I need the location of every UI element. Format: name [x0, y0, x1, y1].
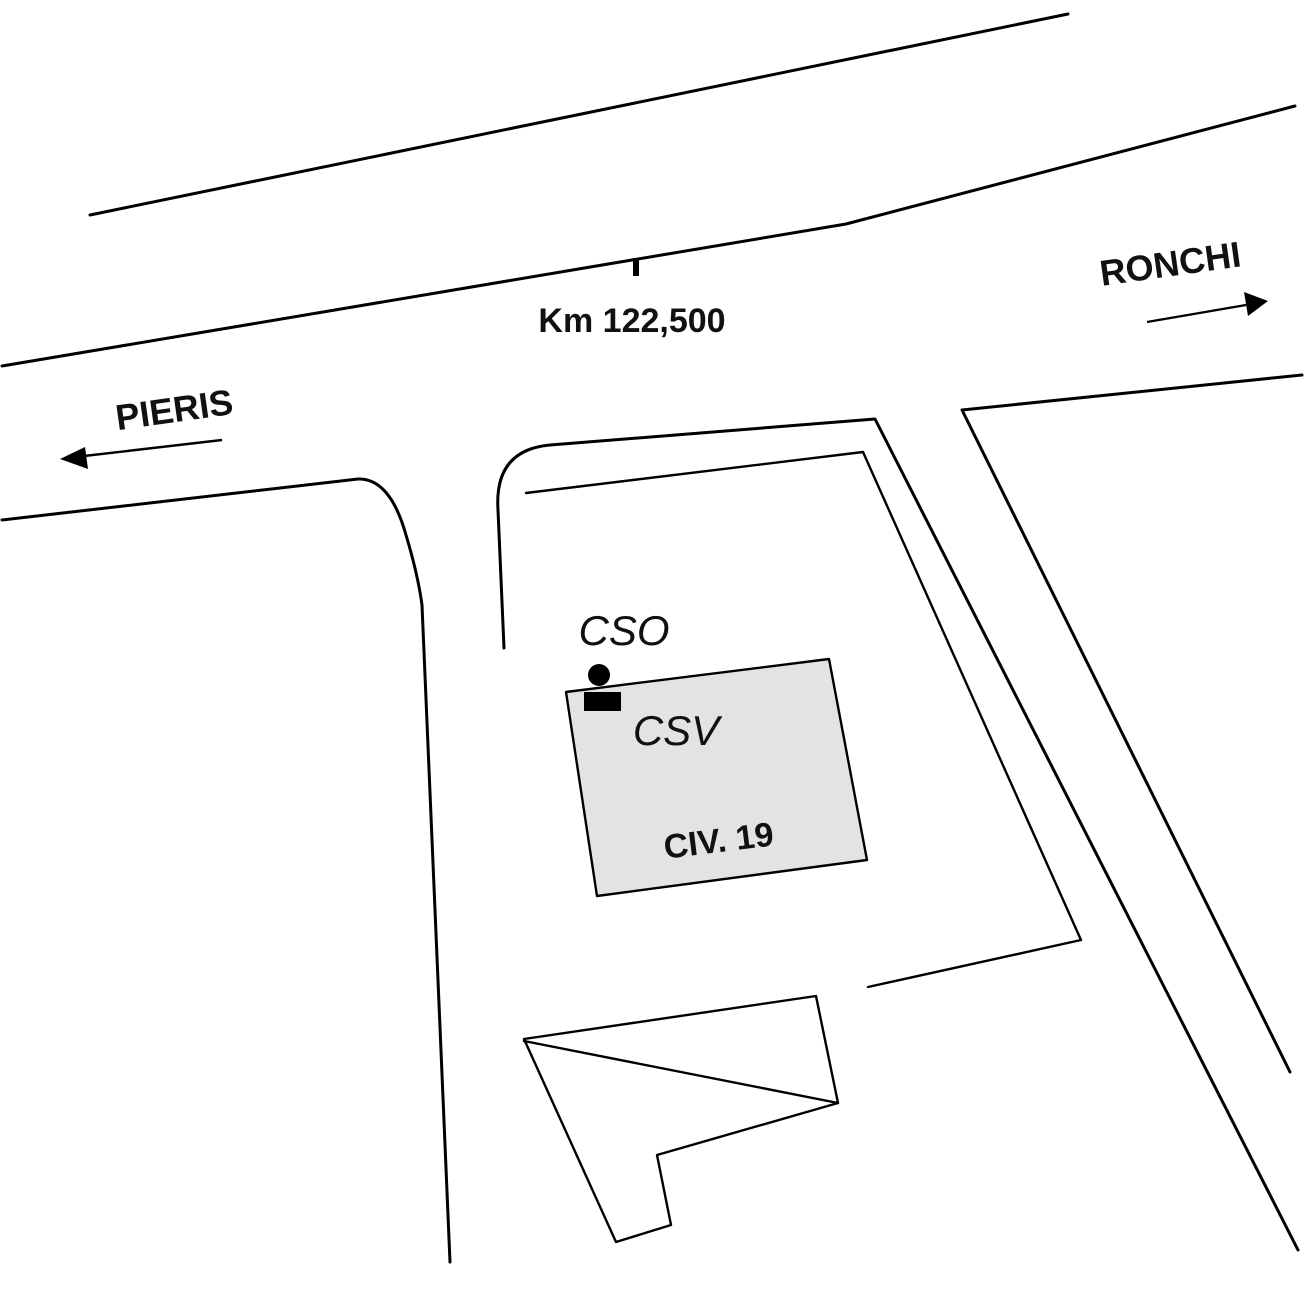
highway-north-edge	[88, 12, 1070, 217]
arrow-left-icon	[60, 438, 223, 469]
side-road-north-edge	[960, 373, 1304, 412]
highway-south-edge	[0, 104, 1297, 368]
building-footprint	[564, 657, 869, 898]
csv-marker-icon	[584, 692, 621, 711]
building-civ-19: CIV. 19	[564, 657, 869, 898]
auxiliary-structure-outline	[522, 994, 840, 1244]
auxiliary-structure	[522, 994, 840, 1244]
cso-marker-icon	[588, 664, 610, 686]
highway	[0, 12, 1297, 368]
side-road	[0, 373, 1304, 1264]
side-road-west-edge	[0, 477, 452, 1264]
auxiliary-structure-diagonal	[522, 1039, 840, 1105]
direction-label-ronchi: RONCHI	[1097, 233, 1243, 293]
km-marker-label: Km 122,500	[538, 302, 725, 340]
arrow-right-icon	[1146, 292, 1268, 324]
cso-label: CSO	[578, 607, 669, 654]
lot	[524, 450, 1083, 989]
side-road-east-edge	[961, 410, 1292, 1074]
csv-label: CSV	[633, 707, 723, 754]
lot-boundary	[524, 450, 1083, 989]
direction-label-pieris: PIERIS	[113, 381, 236, 438]
access-road-edge	[496, 417, 1300, 1252]
